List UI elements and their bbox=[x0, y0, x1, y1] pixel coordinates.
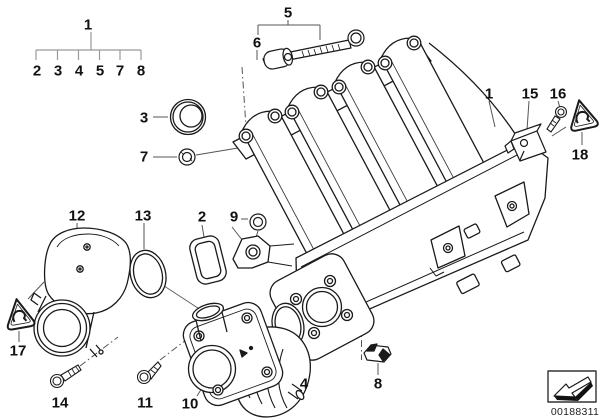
callout-label-15[interactable]: 15 bbox=[521, 85, 539, 103]
callout-label-8[interactable]: 8 bbox=[373, 375, 383, 393]
leader-11-axis bbox=[159, 339, 187, 361]
callout-label-4-group[interactable]: 4 bbox=[74, 62, 84, 80]
leader-1 bbox=[488, 100, 496, 128]
callout-label-6[interactable]: 6 bbox=[252, 34, 262, 52]
caution-symbol-glyph bbox=[575, 110, 591, 124]
warning-triangle-18-icon bbox=[570, 99, 599, 132]
callout-label-2-group[interactable]: 2 bbox=[32, 62, 42, 80]
warning-triangle-17-icon bbox=[6, 298, 36, 331]
long-bolt-drawing bbox=[262, 29, 365, 70]
runner-flange-eyes bbox=[238, 35, 422, 144]
sensor-bolt-drawing bbox=[546, 105, 568, 133]
callout-label-8-group[interactable]: 8 bbox=[136, 62, 146, 80]
caution-symbol-glyph bbox=[12, 309, 28, 323]
bolt-11-drawing bbox=[136, 361, 162, 385]
leader-15 bbox=[526, 100, 530, 131]
callout-label-14[interactable]: 14 bbox=[51, 394, 69, 412]
leader-7 bbox=[153, 147, 239, 158]
gasket-drawing bbox=[189, 235, 227, 285]
callout-label-9[interactable]: 9 bbox=[229, 208, 239, 226]
nut-7-drawing bbox=[178, 148, 196, 166]
callout-label-17[interactable]: 17 bbox=[9, 342, 27, 360]
throttle-valve-drawing bbox=[182, 301, 311, 418]
callout-label-1-group[interactable]: 1 bbox=[83, 16, 93, 34]
callout-label-5-group[interactable]: 5 bbox=[95, 62, 105, 80]
sensor-drawing bbox=[504, 123, 547, 162]
callout-label-11[interactable]: 11 bbox=[137, 394, 153, 412]
clip-drawing bbox=[363, 343, 392, 363]
callout-label-18[interactable]: 18 bbox=[571, 146, 589, 164]
callout-label-4[interactable]: 4 bbox=[299, 375, 309, 393]
leader-18 bbox=[551, 126, 583, 145]
leader-5 bbox=[257, 20, 321, 40]
image-number: 00188311 bbox=[550, 406, 600, 418]
callout-label-7-group[interactable]: 7 bbox=[115, 62, 125, 80]
callout-label-16[interactable]: 16 bbox=[549, 85, 567, 103]
o-ring-13-drawing bbox=[129, 249, 167, 299]
sleeve-drawing bbox=[263, 47, 294, 70]
callout-label-7[interactable]: 7 bbox=[139, 148, 149, 166]
manifold-outer-edge bbox=[428, 42, 522, 144]
direction-arrow-icon bbox=[547, 370, 597, 403]
callout-label-13[interactable]: 13 bbox=[134, 207, 152, 225]
callout-label-1[interactable]: 1 bbox=[484, 85, 494, 103]
leader-17 bbox=[18, 281, 45, 342]
group-bracket-lines bbox=[35, 32, 142, 60]
callout-label-3[interactable]: 3 bbox=[139, 109, 149, 127]
throttle-actuator-drawing bbox=[30, 227, 131, 358]
leader-14-axis bbox=[79, 336, 119, 367]
bolt-14-drawing bbox=[49, 364, 82, 389]
callout-label-5[interactable]: 5 bbox=[283, 4, 293, 22]
leader-2 bbox=[201, 224, 205, 238]
callout-label-2[interactable]: 2 bbox=[197, 208, 207, 226]
seal-ring-drawing bbox=[169, 98, 207, 136]
callout-label-10[interactable]: 10 bbox=[181, 395, 199, 413]
nut-9-drawing bbox=[249, 213, 267, 231]
callout-label-3-group[interactable]: 3 bbox=[53, 62, 63, 80]
callout-label-12[interactable]: 12 bbox=[68, 207, 86, 225]
